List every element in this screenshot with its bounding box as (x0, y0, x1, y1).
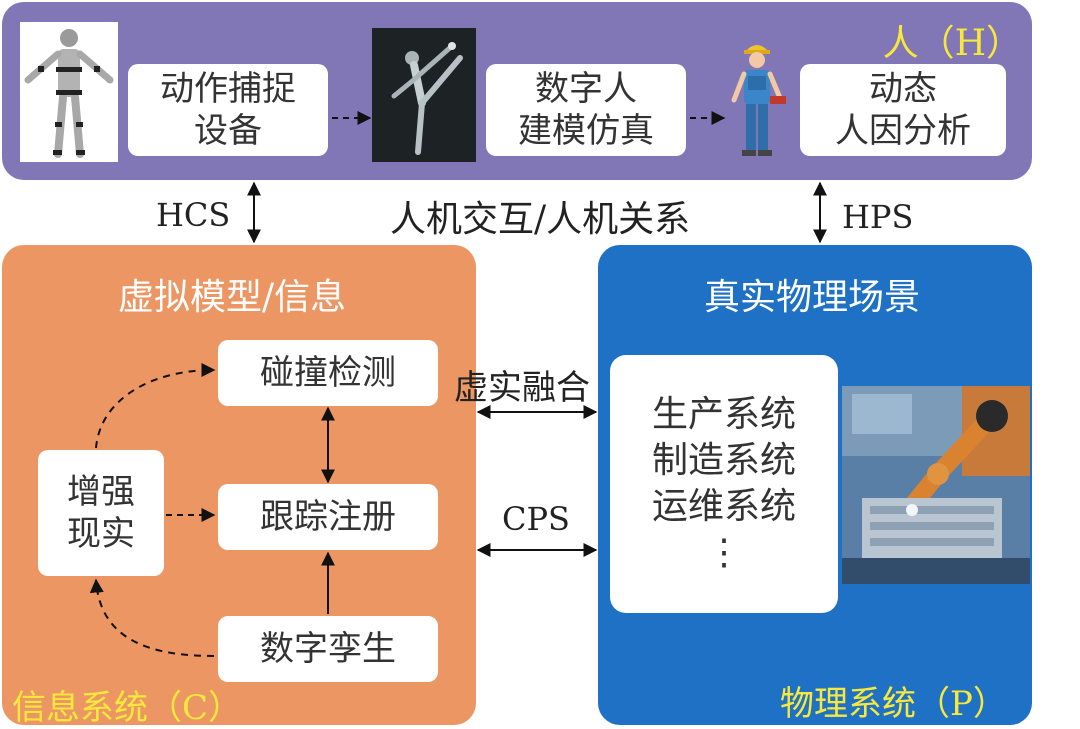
hcs-label: HCS (156, 196, 231, 234)
ar-to-collision-arrow (95, 363, 216, 449)
digital-human-simulation-box: 数字人 建模仿真 (486, 64, 686, 156)
human-title: 人（H） (882, 23, 1022, 64)
information-system-title: 信息系统（C） (12, 688, 243, 728)
hps-label: HPS (842, 198, 914, 236)
motion-capture-device-box: 动作捕捉 设备 (128, 64, 328, 156)
factory-robot-photo-icon (842, 386, 1030, 584)
robot-dancer-icon (372, 28, 476, 162)
twin-to-ar-arrow (89, 578, 215, 657)
augmented-reality-box: 增强 现实 (38, 450, 164, 576)
virtual-real-fusion-label: 虚实融合 (454, 368, 590, 408)
dynamic-human-factors-box: 动态 人因分析 (800, 64, 1006, 156)
tracking-registration-box: 跟踪注册 (218, 484, 438, 550)
interaction-label: 人机交互/人机关系 (390, 199, 691, 240)
virtual-model-title: 虚拟模型/信息 (118, 277, 347, 318)
mocap-figure-icon (20, 22, 118, 162)
systems-list-box: 生产系统 制造系统 运维系统 ⋮ (610, 355, 838, 613)
cps-label: CPS (502, 500, 570, 538)
physical-system-title: 物理系统（P） (780, 684, 1007, 724)
digital-twin-box: 数字孪生 (218, 616, 438, 682)
collision-detection-box: 碰撞检测 (218, 340, 438, 406)
real-scene-title: 真实物理场景 (704, 277, 921, 318)
worker-figure-icon (726, 36, 788, 162)
